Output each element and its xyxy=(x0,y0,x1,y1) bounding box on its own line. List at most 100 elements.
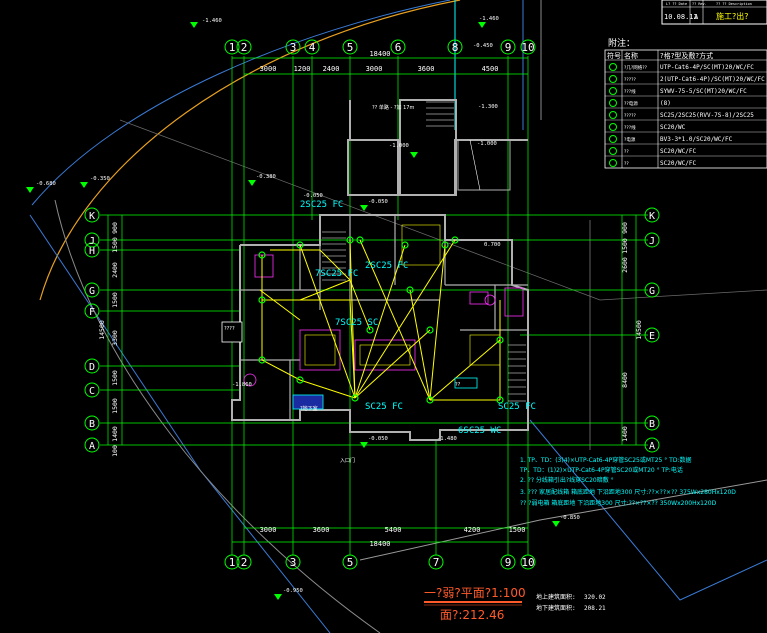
elev-10: -0.050 xyxy=(368,436,388,442)
legend-row-5-name: ????? xyxy=(624,113,637,119)
conduit-label-7: 6SC25 WC xyxy=(458,426,501,436)
axis-bottom-9: 9 xyxy=(505,556,512,569)
dim-top-3: 2400 xyxy=(323,65,340,73)
title-block-date: 10.08.12 xyxy=(664,13,698,21)
dim-right-1: 900 xyxy=(621,222,629,234)
interior-walls xyxy=(240,215,528,420)
stair-void-diag xyxy=(469,139,481,191)
elev-11: -1.000 xyxy=(477,141,497,147)
note-3: 3. ??? 家居配线箱 箱底距地 下沿距地300 尺寸:??×??×?? 37… xyxy=(520,488,736,496)
elev-17: -0.050 xyxy=(303,193,323,199)
legend-row-6-name: ???线 xyxy=(624,124,636,131)
elev-3: -0.450 xyxy=(473,43,493,49)
dim-right-4: 8400 xyxy=(621,372,629,388)
elev-8: -0.680 xyxy=(36,181,56,187)
axis-left-J: J xyxy=(89,236,95,247)
site-boundary-blue-1 xyxy=(31,0,451,206)
dim-bottom-1: 3000 xyxy=(260,526,277,534)
elev-2: -1.460 xyxy=(479,16,499,22)
dim-top-4: 3000 xyxy=(366,65,383,73)
stair xyxy=(322,101,526,402)
elev-5: -0.350 xyxy=(90,176,110,182)
axis-right-E: E xyxy=(649,331,655,342)
dim-bottom-total: 18400 xyxy=(369,540,390,548)
site-boundary-gray-3 xyxy=(359,479,767,561)
legend-row-6-spec: SC20/WC xyxy=(660,124,686,131)
stair-void xyxy=(457,139,511,191)
axis-labels-right: K J G E B A xyxy=(649,211,655,452)
note-1b: TP、TD：(1)2)×UTP-Cat6-4P穿管SC20或MT20 ° TP:… xyxy=(519,466,683,474)
conduit-label-4: 7SC25 SC xyxy=(335,318,378,328)
axis-top-10: 10 xyxy=(521,41,534,54)
dim-top-1: 3000 xyxy=(260,65,277,73)
elevation-labels: -1.460 -1.460 -0.450 -1.000 -0.350 -1.30… xyxy=(36,16,580,594)
conduit-label-3: 2SC25 FC xyxy=(365,261,408,271)
dimension-texts: 18400 3000 1200 2400 3000 3600 4500 3000… xyxy=(260,50,526,548)
axis-bubbles-left xyxy=(84,207,100,453)
conduit-label-2: 7SC25 FC xyxy=(315,269,358,279)
dim-left-3: 2400 xyxy=(111,262,119,278)
dim-right-5: 1400 xyxy=(621,426,629,442)
dim-right-total: 14500 xyxy=(635,320,643,340)
furniture xyxy=(243,254,524,387)
area-stat-1-label: 地上建筑面积: xyxy=(536,593,576,601)
dim-top-6: 4500 xyxy=(482,65,499,73)
elev-13: -0.950 xyxy=(283,588,303,594)
dim-top-5: 3600 xyxy=(418,65,435,73)
room-labels: ?? 单路 - ?加 17m ?? 入口门 ?地下室 ???? xyxy=(224,104,461,464)
dim-right-2: 1500 xyxy=(621,238,629,254)
room-label-3: 入口门 xyxy=(340,457,355,464)
legend-col-name: 名称 xyxy=(624,51,638,60)
conduit-label-1: 2SC25 FC xyxy=(300,200,343,210)
dim-left-5: 3300 xyxy=(111,330,119,346)
legend-heading: 附注： xyxy=(608,37,635,49)
axis-bottom-5: 5 xyxy=(347,556,354,569)
site-boundary-gray xyxy=(54,199,381,633)
axis-left-H: H xyxy=(89,246,95,257)
elev-9: -0.050 xyxy=(368,199,388,205)
title-block-hdr-rev: ?? Rev. xyxy=(692,2,707,6)
conduit-label-5: SC25 FC xyxy=(365,402,403,412)
note-2: 2. ?? 分线箱引出?线穿SC20暗敷 ° xyxy=(520,476,614,484)
site-boundary-orange xyxy=(39,0,461,301)
axis-left-D: D xyxy=(89,362,95,373)
elev-7: -0.380 xyxy=(256,174,276,180)
elev-4: -1.000 xyxy=(389,143,409,149)
legend-row-1-name: ?几?网络?? xyxy=(624,64,648,71)
legend-col-num: 符号 xyxy=(607,51,621,60)
legend-table: 附注： 符号 名称 ?格?型及敷?方式 ?几?网络?? ????? ???线 ?… xyxy=(604,37,767,169)
level-markers xyxy=(26,22,560,600)
axis-bottom-3: 3 xyxy=(290,556,297,569)
axis-labels-top: 1 2 3 4 5 6 8 9 10 xyxy=(229,41,535,54)
room-label-1: ?? 单路 - ?加 17m xyxy=(372,104,414,111)
axis-left-C: C xyxy=(89,386,95,397)
legend-row-3-spec: SYWV-75-5/SC(MT)20/WC/FC xyxy=(660,88,747,95)
notes: 1. TP、TD：(3)4)×UTP-Cat6-4P穿管SC25或MT25 ° … xyxy=(519,456,736,507)
axis-left-G: G xyxy=(89,286,95,297)
axis-right-K: K xyxy=(649,211,655,222)
plan-area: 面?:212.46 xyxy=(440,608,504,622)
elev-12: -0.850 xyxy=(560,515,580,521)
dim-top-total: 18400 xyxy=(369,50,390,58)
legend-row-8-name: ?? xyxy=(624,149,629,155)
title-block-desc: 施工?出? xyxy=(716,11,749,21)
cabinet-1 xyxy=(454,377,478,389)
dim-bottom-4: 4200 xyxy=(464,526,481,534)
title-block: L? ?? Date ?? Rev. ?? ?? Description 10.… xyxy=(661,0,767,25)
legend-row-8-spec: SC20/WC/FC xyxy=(660,148,697,155)
dim-left-9: 100 xyxy=(111,445,119,457)
legend-row-4-spec: (8) xyxy=(660,100,671,107)
legend-row-5-spec: SC25/2SC25(RVV-7S-8)/2SC25 xyxy=(660,112,754,119)
distribution-box-2 xyxy=(221,321,243,343)
dim-bottom-3: 5400 xyxy=(385,526,402,534)
axis-bubbles-right xyxy=(644,207,660,453)
dim-left-1: 900 xyxy=(111,222,119,234)
legend-row-7-spec: BV3-3*1.0/SC20/WC/FC xyxy=(660,136,733,143)
axis-top-5: 5 xyxy=(347,41,354,54)
axis-top-9: 9 xyxy=(505,41,512,54)
dim-left-6: 1500 xyxy=(111,370,119,386)
axis-left-B: B xyxy=(89,419,95,430)
axis-top-6: 6 xyxy=(395,41,402,54)
elev-14: -1.860 xyxy=(232,382,252,388)
